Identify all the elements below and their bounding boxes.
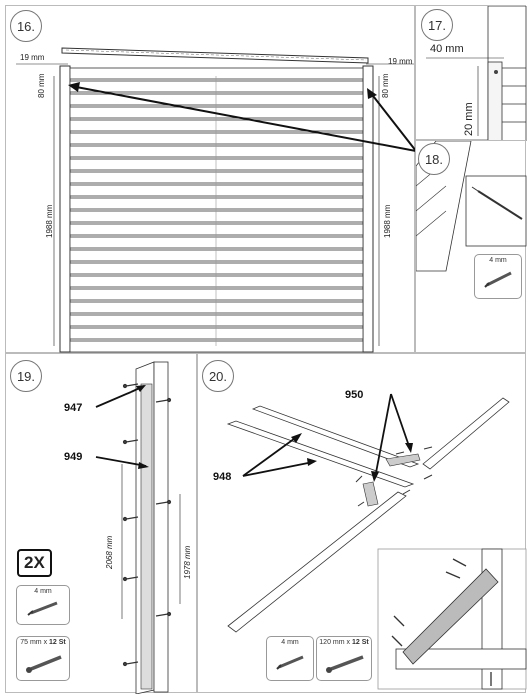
wall-slat: [69, 327, 364, 340]
step-16-diagram: 19 mm 19 mm 80 mm 80 mm 1988 mm 1988 mm: [16, 47, 416, 353]
wall-slat: [69, 158, 364, 171]
bolt-label-count: 12 St: [351, 639, 369, 646]
wall-slat: [69, 275, 364, 288]
part-950-label: 950: [345, 389, 363, 401]
wall-slat: [69, 340, 364, 353]
step-19-number: 19.: [10, 360, 42, 392]
step-16-panel: 19 mm 19 mm 80 mm 80 mm 1988 mm 1988 mm …: [5, 5, 416, 353]
dim-80-left: 80 mm: [37, 73, 46, 98]
bolt-label: 75 mm x 12 St: [17, 639, 69, 646]
wall-slat: [69, 288, 364, 301]
dim-1988-left: 1988 mm: [45, 204, 54, 238]
screw-icon: [484, 271, 512, 288]
step-17-number: 17.: [421, 9, 453, 41]
wall-slat: [69, 67, 364, 80]
screw-label: 4 mm: [34, 588, 52, 595]
wall-slat: [69, 301, 364, 314]
wall-slat: [69, 197, 364, 210]
screw-icon: [276, 655, 304, 670]
wall-slat: [69, 184, 364, 197]
bolt-label-count: 12 St: [49, 639, 66, 646]
wall-slat: [69, 93, 364, 106]
wall-slat: [69, 314, 364, 327]
screw-label: 4 mm: [489, 257, 507, 264]
bolt-icon: [26, 655, 62, 673]
wall-slat: [69, 145, 364, 158]
dim-40: 40 mm: [430, 43, 464, 55]
bolt-label: 120 mm x 12 St: [317, 639, 371, 646]
wall-slat: [69, 80, 364, 93]
step-20-panel: 950 948 20. 4 mm 120 mm x 12 St: [197, 353, 527, 693]
dim-1988-right: 1988 mm: [383, 204, 392, 238]
wall-slat: [69, 132, 364, 145]
bolt-icon: [326, 655, 364, 673]
wall-slat: [69, 223, 364, 236]
dim-19-left: 19 mm: [20, 53, 45, 62]
step-16-number: 16.: [10, 10, 42, 42]
dim-19-right: 19 mm: [388, 57, 413, 66]
part-947-label: 947: [64, 402, 82, 414]
step-19-diagram: 947 949 2068 mm 1978 mm: [64, 361, 192, 694]
wall-slat: [69, 119, 364, 132]
screw-icon: [27, 601, 58, 616]
bolt-120mm-box: 120 mm x 12 St: [316, 636, 372, 681]
wall-slat: [69, 262, 364, 275]
wall-slat: [69, 210, 364, 223]
dim-20: 20 mm: [463, 102, 475, 136]
part-949-label: 949: [64, 451, 82, 463]
step-18-number: 18.: [418, 143, 450, 175]
wall-slat: [69, 236, 364, 249]
step-17-diagram: 40 mm 20 mm: [426, 6, 527, 141]
step-20-number: 20.: [202, 360, 234, 392]
step-20-diagram: 950 948: [213, 389, 527, 690]
part-948-label: 948: [213, 471, 231, 483]
dim-2068: 2068 mm: [105, 535, 114, 570]
step-17-panel: 40 mm 20 mm 17.: [415, 5, 527, 141]
dim-1978: 1978 mm: [183, 545, 192, 579]
screw-4mm-box-20: 4 mm: [266, 636, 314, 681]
wall-slat: [69, 171, 364, 184]
screw-4mm-box-19: 4 mm: [16, 585, 70, 625]
quantity-badge: 2X: [17, 549, 52, 577]
screw-label: 4 mm: [281, 639, 299, 646]
dim-80-right: 80 mm: [381, 73, 390, 98]
step-19-panel: 947 949 2068 mm 1978 mm 19. 2X 4 mm 75 m…: [5, 353, 197, 694]
bolt-label-size: 75 mm x: [20, 639, 50, 646]
step-18-panel: 18. 4 mm: [415, 140, 527, 353]
screw-4mm-box-18: 4 mm: [474, 254, 522, 299]
bolt-75mm-box: 75 mm x 12 St: [16, 636, 70, 681]
bolt-label-size: 120 mm x: [319, 639, 352, 646]
wall-slat: [69, 249, 364, 262]
